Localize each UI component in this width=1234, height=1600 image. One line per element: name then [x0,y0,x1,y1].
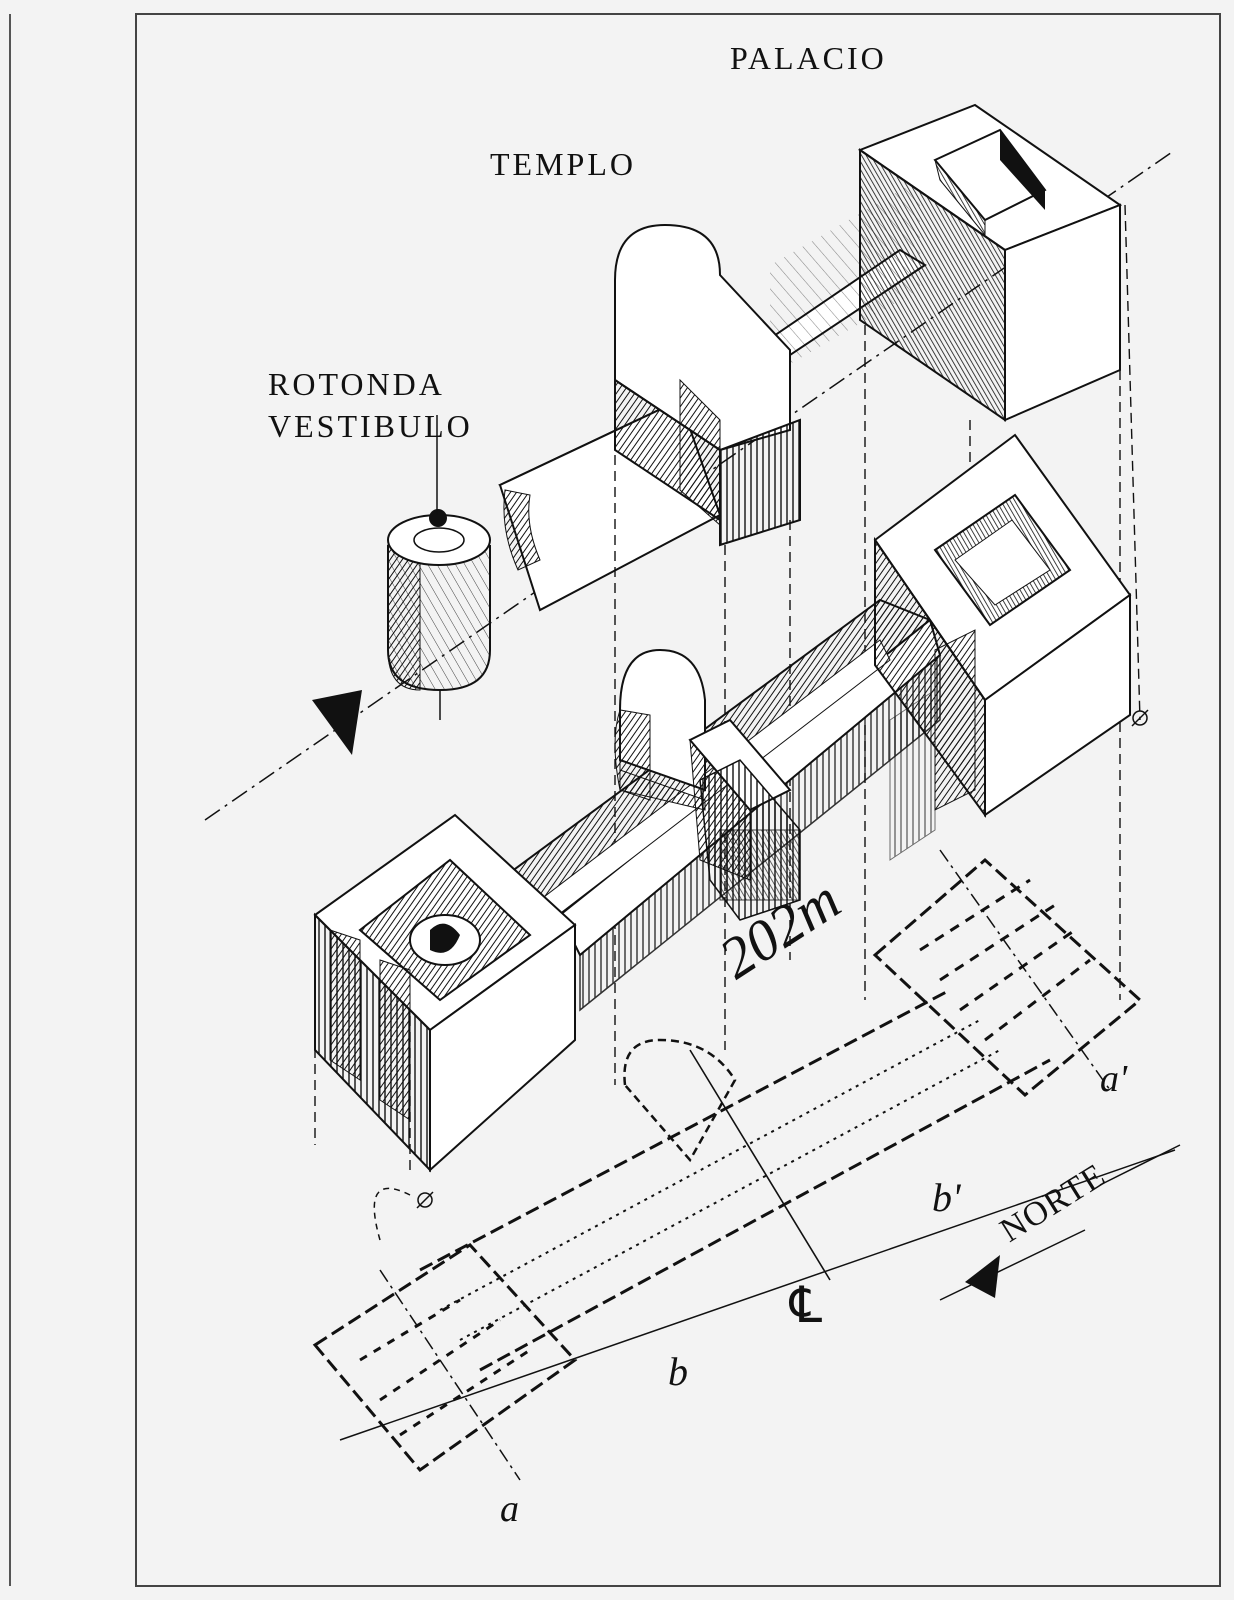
vestibulo-label: VESTIBULO [268,408,473,444]
palacio-label: PALACIO [730,40,887,76]
rotonda-label: ROTONDA [268,366,445,402]
axis-mark-label: ℄ [790,1277,826,1333]
rotonda-volume [387,415,491,720]
section-b-prime-label: b' [932,1175,961,1220]
section-b-label: b [668,1349,688,1394]
palacio-volume [857,103,1123,422]
section-a-label: a [500,1488,519,1530]
section-marker-symbols [416,709,1149,1209]
section-a-prime-label: a' [1100,1058,1128,1100]
norte-arrow [965,1255,1000,1298]
assembled-building [313,433,1132,1173]
direction-arrow [312,690,362,755]
templo-label: TEMPLO [490,146,636,182]
ground-plan [312,849,1181,1481]
templo-volume [614,223,801,547]
page-frame [135,13,1221,1587]
